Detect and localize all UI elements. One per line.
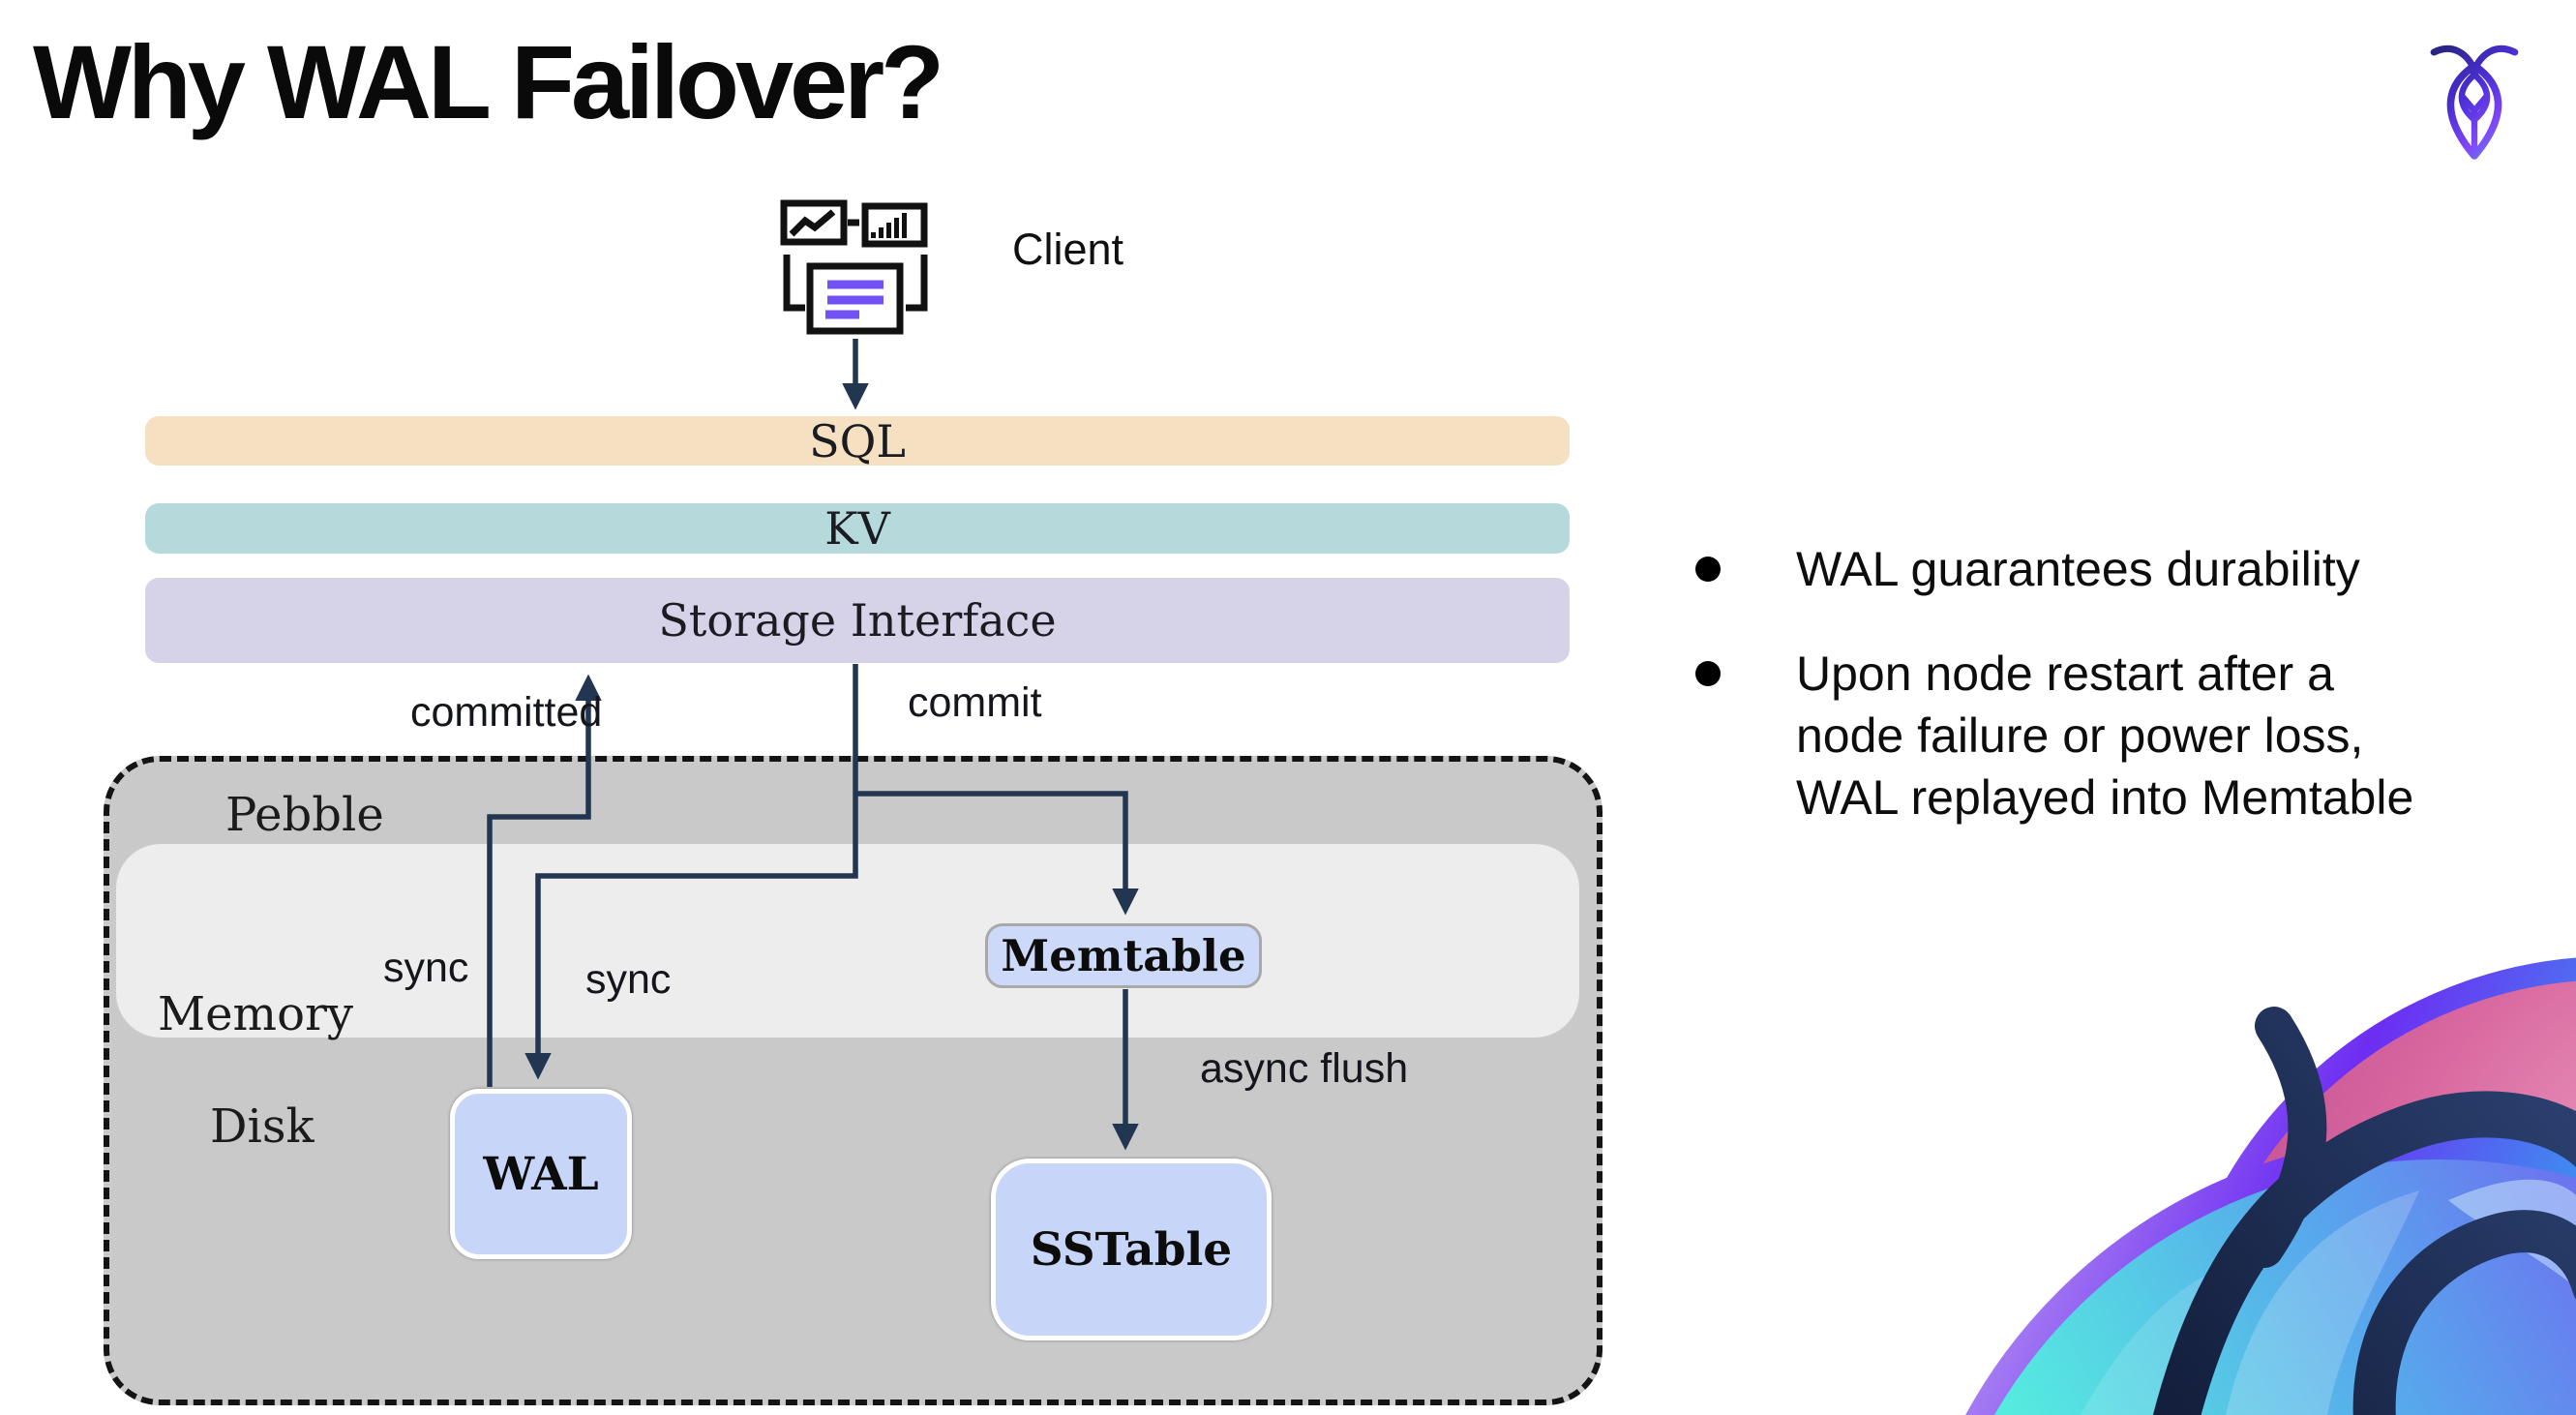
edge-committed [487,674,602,1087]
sstable-node: SSTable [991,1159,1272,1340]
committed-label: committed [410,689,603,736]
edge-commit-to-memtable [855,791,1139,916]
sync-label-right: sync [585,956,672,1003]
wal-node-label: WAL [483,1147,599,1201]
storage-interface-bar: Storage Interface [145,578,1570,663]
memory-label: Memory [158,987,354,1041]
bullet-dot [1695,557,1721,582]
client-label: Client [1012,225,1124,274]
async-flush-label: async flush [1200,1045,1409,1092]
wal-node: WAL [450,1089,632,1259]
sql-layer-bar: SQL [145,414,1570,467]
sync-label-left: sync [383,945,469,991]
pebble-label: Pebble [225,788,384,842]
bullet-dot [1695,661,1721,686]
sql-layer-label: SQL [809,414,906,467]
bullet-text: Upon node restart after a node failure o… [1796,647,2414,825]
kv-layer-bar: KV [145,502,1570,555]
commit-label: commit [908,679,1042,726]
page-title: Why WAL Failover? [33,23,944,140]
cockroach-brand-art [1916,929,2576,1415]
kv-layer-label: KV [824,502,890,555]
sstable-node-label: SSTable [1030,1222,1233,1277]
bullet-list: WAL guarantees durability Upon node rest… [1695,538,2499,871]
bullet-item: Upon node restart after a node failure o… [1695,643,2499,828]
memtable-node-label: Memtable [1001,930,1246,981]
edge-commit-sync-to-wal [524,664,858,1080]
bullet-item: WAL guarantees durability [1695,538,2499,600]
disk-label: Disk [210,1099,315,1154]
bullet-text: WAL guarantees durability [1796,542,2360,596]
storage-interface-label: Storage Interface [658,594,1057,647]
memtable-node: Memtable [985,923,1262,988]
client-terminal-icon [778,199,929,340]
cockroachdb-logo-icon [2413,39,2535,163]
